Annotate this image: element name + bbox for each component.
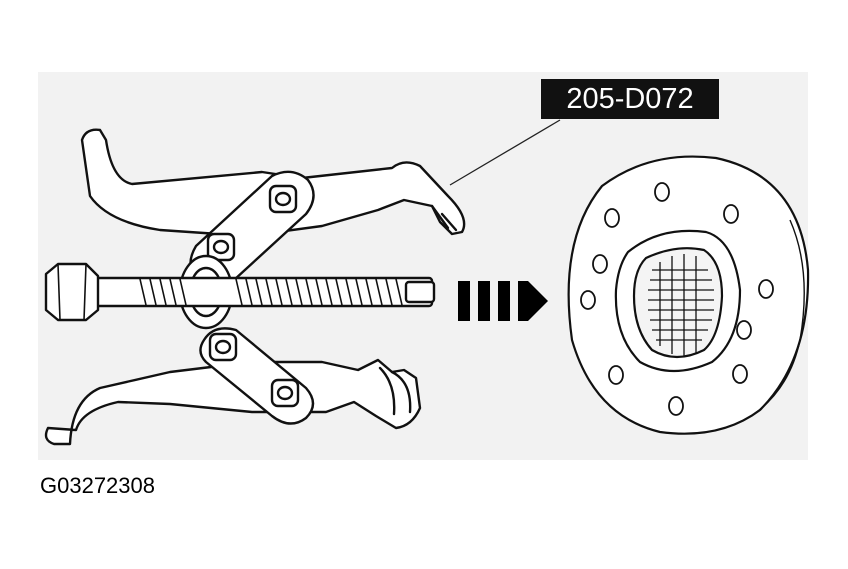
- screw-threads: [139, 278, 403, 306]
- screw-tip: [404, 280, 436, 304]
- flange-icon: [567, 155, 810, 435]
- direction-arrow-icon: [458, 281, 548, 321]
- flange-hub-inner: [632, 247, 724, 359]
- flange-bolt-holes: [580, 182, 774, 416]
- lower-jaw-arm: [44, 358, 422, 446]
- link-bolt: [206, 232, 236, 262]
- link-bolt: [208, 332, 238, 362]
- callout-leader-line: [449, 119, 561, 186]
- hex-head: [44, 262, 100, 322]
- tool-number-callout: 205-D072: [541, 79, 719, 119]
- lower-jaw-tip: [378, 366, 412, 416]
- upper-jaw-tip: [430, 204, 458, 232]
- link-bolt: [268, 184, 298, 214]
- gear-puller-icon: [44, 128, 466, 446]
- link-bolt: [270, 378, 300, 408]
- spline-teeth: [648, 254, 714, 356]
- figure-id: G03272308: [40, 473, 155, 498]
